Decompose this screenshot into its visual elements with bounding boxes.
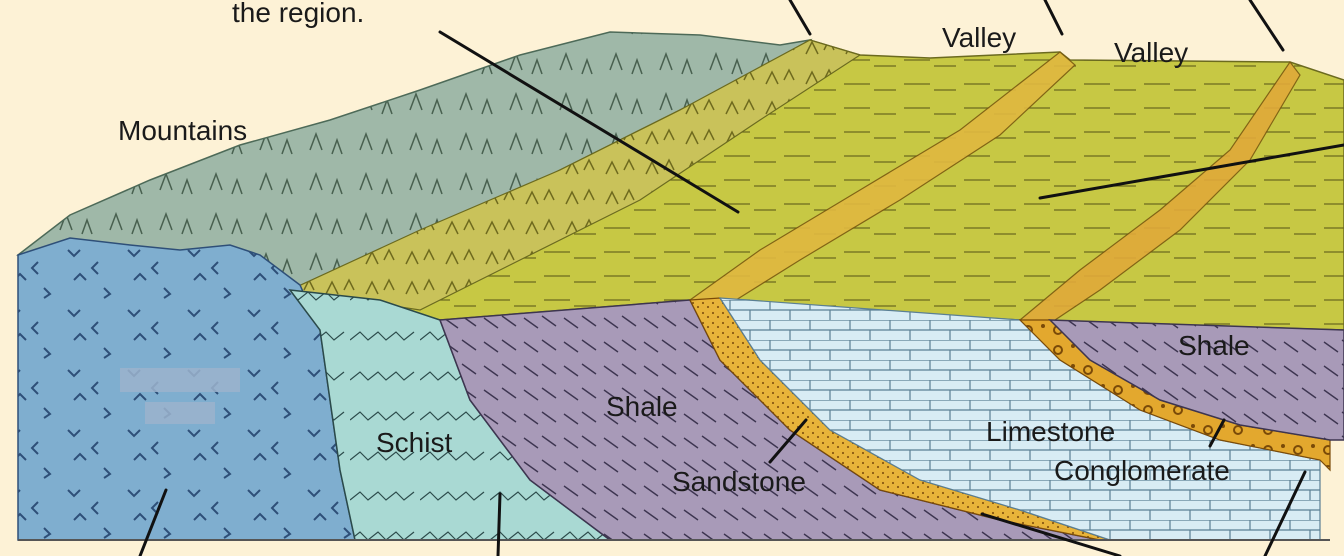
leader-sandstone [768,418,808,464]
leader-valley-floor [1038,143,1344,200]
leader-granite [138,488,168,556]
leader-ridge-2 [1043,0,1064,36]
ridge-band-1 [287,39,862,311]
label-valley-1: Valley [942,22,1016,53]
label-limestone: Limestone [986,416,1115,447]
label-schist: Schist [376,427,452,458]
leader-conglomerate [1208,418,1226,448]
label-sandstone: Sandstone [672,466,806,497]
leader-ridge-3 [1248,0,1285,52]
obscured-label-2 [145,402,215,424]
leader-conglomerate-base [1263,470,1307,556]
shale-layer-right [1048,319,1344,441]
leader-ridge-1 [788,0,812,36]
label-shale-left: Shale [606,391,678,422]
ridge-band-3 [1018,60,1301,331]
label-mountains: Mountains [118,115,247,146]
label-conglomerate: Conglomerate [1054,455,1230,486]
ridge-band-2 [688,51,1076,311]
label-shale-right: Shale [1178,330,1250,361]
leader-schist [496,492,502,556]
leader-intro [438,30,740,214]
leader-sandstone-base [980,512,1122,556]
intro-text-fragment: the region. [232,0,364,28]
label-valley-2: Valley [1114,37,1188,68]
obscured-label [120,368,240,392]
